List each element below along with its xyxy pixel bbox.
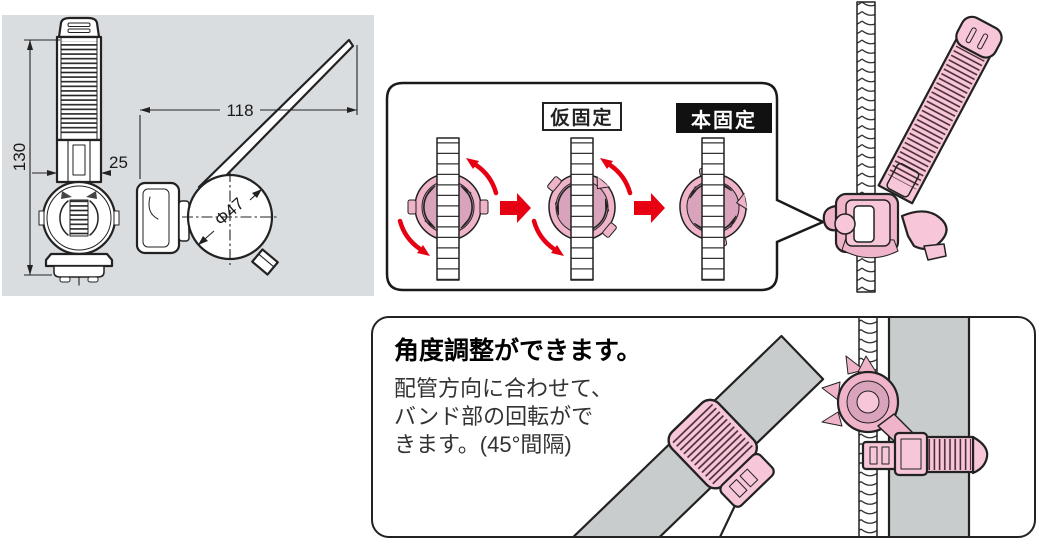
square-tab (251, 248, 279, 276)
buckle (893, 431, 929, 477)
installation-steps-panel (385, 81, 827, 292)
angle-title: 角度調整ができます。 (394, 337, 642, 365)
angle-illustrations (573, 318, 989, 536)
rebar (437, 138, 459, 280)
rebar (702, 138, 724, 280)
rebar (571, 138, 593, 280)
angle-text-block: 角度調整ができます。 配管方向に合わせて、 バンド部の回転がで きます。(45°… (394, 331, 642, 459)
band (861, 431, 989, 477)
illustration-diagonal-pipe (573, 334, 825, 536)
product-illustration (822, 1, 1003, 293)
svg-text:130: 130 (10, 143, 29, 171)
band-plate (861, 440, 899, 471)
svg-text:118: 118 (226, 101, 253, 120)
front-view-base (44, 252, 114, 283)
step-3-final-fix (672, 137, 754, 281)
side-view-body (135, 181, 198, 255)
dim-130: 130 (10, 39, 60, 276)
dim-25: 25 (32, 153, 128, 183)
clamp-head (822, 192, 900, 259)
buckle (718, 452, 775, 536)
svg-text:25: 25 (109, 153, 128, 172)
step-2-temporary-fix (529, 137, 635, 281)
angle-adjust-panel: 角度調整ができます。 配管方向に合わせて、 バンド部の回転がで きます。(45°… (371, 316, 1036, 538)
side-view-circle (182, 171, 278, 265)
strap-band (877, 15, 1003, 205)
band-buckle (900, 210, 948, 261)
front-view-strap (55, 16, 103, 184)
label-temporary-fix: 仮固定 (542, 102, 622, 131)
step-1-insert (400, 137, 496, 281)
illustration-vertical-pipe (821, 318, 989, 536)
dim-118: 118 (139, 45, 358, 179)
technical-drawing: 130 25 (10, 16, 358, 287)
technical-drawing-panel: 130 25 (2, 15, 374, 296)
label-final-fix: 本固定 (676, 103, 772, 133)
angle-body: 配管方向に合わせて、 バンド部の回転がで きます。(45°間隔) (394, 376, 613, 457)
front-view-head (38, 180, 120, 256)
band-line (197, 38, 355, 197)
